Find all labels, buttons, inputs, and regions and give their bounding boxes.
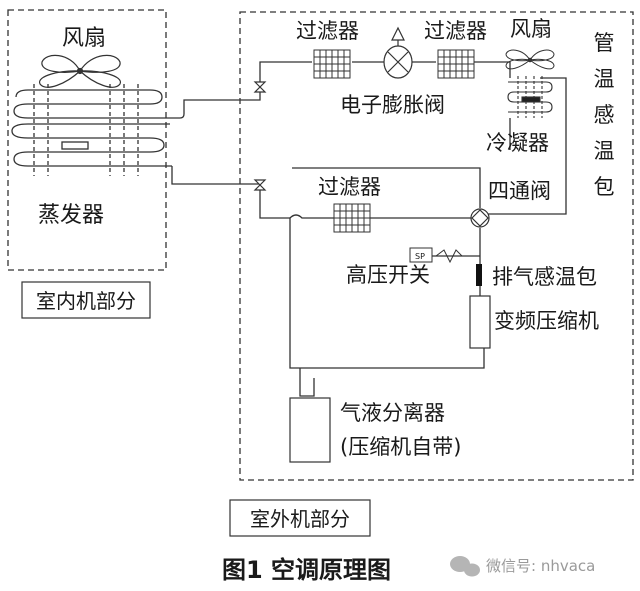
filter-2-label: 过滤器 (424, 19, 487, 43)
indoor-section-label: 室内机部分 (36, 289, 136, 313)
watermark-text: 微信号: nhvaca (486, 557, 595, 575)
discharge-sensor-label: 排气感温包 (492, 265, 597, 289)
separator-label-line1: 气液分离器 (340, 401, 445, 425)
service-valve-bottom-icon (253, 179, 267, 191)
indoor-unit-boundary (7, 9, 167, 271)
svg-text:管: 管 (594, 31, 615, 55)
service-valve-top-icon (253, 81, 267, 93)
filter-1-label: 过滤器 (296, 19, 359, 43)
separator-label-line2: (压缩机自带) (340, 435, 461, 459)
gas-liquid-separator-icon (289, 397, 331, 463)
high-pressure-switch-tag: SP (415, 252, 425, 261)
indoor-fan-label: 风扇 (62, 26, 106, 51)
refrigerant-piping (170, 61, 567, 397)
svg-text:包: 包 (594, 175, 615, 199)
filter-3-icon (333, 203, 371, 233)
pipe-temperature-sensor-label: 管 温 感 温 包 (594, 31, 615, 199)
evaporator-coil (11, 84, 172, 176)
outdoor-fan-icon (505, 49, 555, 70)
wechat-icon (450, 556, 480, 577)
high-pressure-switch-icon (409, 247, 463, 264)
expansion-valve-icon (383, 26, 413, 79)
indoor-section-label-box (21, 281, 151, 319)
evaporator-label: 蒸发器 (38, 203, 104, 228)
condenser-coil (507, 76, 553, 118)
outdoor-fan-label: 风扇 (510, 17, 552, 41)
discharge-sensor-icon (476, 264, 482, 286)
expansion-valve-label: 电子膨胀阀 (340, 93, 445, 117)
svg-text:温: 温 (594, 67, 615, 91)
high-pressure-switch-label: 高压开关 (346, 263, 430, 287)
outdoor-section-label: 室外机部分 (250, 507, 350, 531)
filter-1-icon (313, 49, 351, 79)
outdoor-section-label-box (229, 499, 371, 537)
condenser-label: 冷凝器 (486, 131, 549, 155)
four-way-valve-label: 四通阀 (488, 179, 551, 203)
indoor-fan-icon (39, 54, 121, 88)
filter-2-icon (437, 49, 475, 79)
inverter-compressor-icon (469, 295, 491, 349)
four-way-valve-icon (470, 208, 490, 228)
compressor-label: 变频压缩机 (494, 309, 599, 333)
figure-caption: 图1 空调原理图 (222, 556, 391, 584)
filter-3-label: 过滤器 (318, 175, 381, 199)
svg-text:感: 感 (594, 103, 615, 127)
svg-text:温: 温 (594, 139, 615, 163)
